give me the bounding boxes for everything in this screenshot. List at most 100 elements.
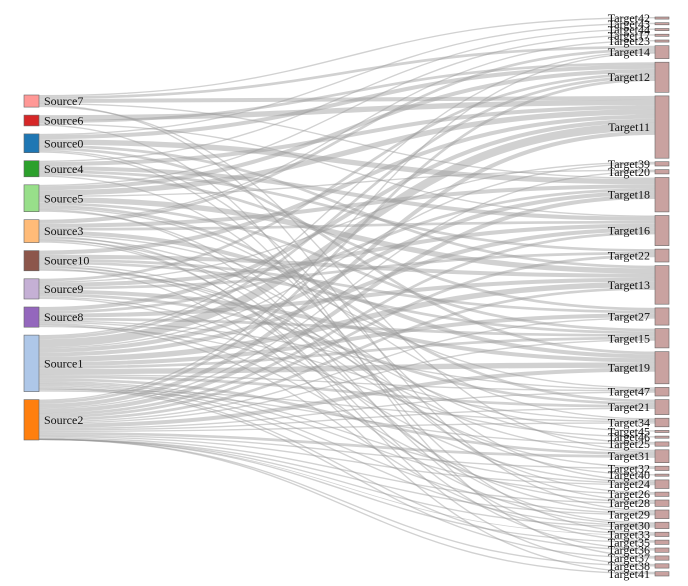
source-node-source9[interactable]: Source9 [23,278,83,300]
link-source4-target27[interactable] [38,172,656,311]
link-source3-target18[interactable] [38,184,656,228]
target-node-target47[interactable]: Target47 [608,385,670,399]
link-source3-target30[interactable] [38,235,656,524]
source-node-source7[interactable]: Source7 [23,94,83,108]
target-node-target20[interactable]: Target20 [608,165,670,179]
target-node-rect[interactable] [654,571,670,577]
link-source5-target21[interactable] [38,205,656,403]
target-node-target30[interactable]: Target30 [608,518,670,532]
target-node-rect[interactable] [654,328,670,349]
target-node-rect[interactable] [654,465,670,471]
target-node-rect[interactable] [654,491,670,497]
target-node-target35[interactable]: Target35 [608,535,670,549]
link-source0-target12[interactable] [38,64,656,140]
target-node-rect[interactable] [654,479,670,489]
target-node-target15[interactable]: Target15 [608,328,670,349]
link-source10-target41[interactable] [38,268,656,574]
link-source1-target29[interactable] [38,383,656,515]
link-source3-target19[interactable] [38,230,656,359]
target-node-rect[interactable] [654,435,670,439]
link-source7-target29[interactable] [38,104,656,512]
link-source3-target25[interactable] [38,237,656,444]
target-node-target24[interactable]: Target24 [608,477,670,491]
target-node-rect[interactable] [654,521,670,529]
target-node-target22[interactable]: Target22 [608,249,670,263]
target-node-target13[interactable]: Target13 [608,265,670,305]
link-source10-target11[interactable] [38,114,656,255]
link-source1-target30[interactable] [38,384,656,527]
target-node-target39[interactable]: Target39 [608,157,670,171]
link-source2-target38[interactable] [38,438,656,567]
link-source4-target16[interactable] [38,166,656,221]
link-source5-target15[interactable] [38,202,656,332]
link-source2-target24[interactable] [38,435,656,486]
source-node-rect[interactable] [23,334,40,392]
link-source1-target15[interactable] [38,336,656,369]
link-source2-target11[interactable] [38,130,656,408]
target-node-rect[interactable] [654,215,670,246]
link-source3-target23[interactable] [38,40,656,222]
target-node-rect[interactable] [654,161,670,167]
link-source1-target19[interactable] [38,362,656,375]
link-source1-target37[interactable] [38,387,656,559]
target-node-rect[interactable] [654,16,670,20]
link-source2-target34[interactable] [38,422,656,432]
link-source2-target19[interactable] [38,367,656,428]
link-source7-target14[interactable] [38,45,656,100]
link-source10-target45[interactable] [38,269,656,432]
target-node-rect[interactable] [654,555,670,561]
target-node-target21[interactable]: Target21 [608,399,670,415]
source-node-rect[interactable] [23,278,40,300]
link-source0-target18[interactable] [38,139,656,185]
source-node-rect[interactable] [23,399,40,441]
link-source1-target39[interactable] [38,163,656,349]
source-node-source0[interactable]: Source0 [23,133,83,153]
link-source7-target42[interactable] [38,17,656,97]
source-node-rect[interactable] [23,184,40,213]
link-source10-target31[interactable] [38,264,656,453]
target-node-rect[interactable] [654,307,670,326]
link-source1-target27[interactable] [38,313,656,367]
target-node-target31[interactable]: Target31 [608,449,670,463]
link-source6-target11[interactable] [38,99,656,121]
source-node-rect[interactable] [23,133,40,153]
link-source8-target13[interactable] [38,277,656,318]
link-source1-target47[interactable] [38,374,656,392]
target-node-target16[interactable]: Target16 [608,215,670,246]
link-source5-target12[interactable] [38,68,656,191]
link-source1-target24[interactable] [38,380,656,484]
target-node-target32[interactable]: Target32 [608,461,670,475]
target-node-target42[interactable]: Target42 [608,11,670,25]
target-node-target43[interactable]: Target43 [608,17,670,31]
link-source1-target34[interactable] [38,388,656,423]
link-source9-target21[interactable] [38,293,656,405]
link-source2-target32[interactable] [38,434,656,469]
link-source1-target12[interactable] [38,75,656,340]
source-node-rect[interactable] [23,306,40,328]
target-node-rect[interactable] [654,563,670,569]
target-node-target28[interactable]: Target28 [608,496,670,510]
link-source1-target18[interactable] [38,190,656,353]
target-node-rect[interactable] [654,547,670,553]
link-source2-target14[interactable] [38,52,656,401]
source-node-source5[interactable]: Source5 [23,184,83,213]
link-source7-target11[interactable] [38,95,656,104]
link-source5-target20[interactable] [38,169,656,197]
link-source6-target37[interactable] [38,124,656,558]
link-source2-target18[interactable] [38,194,656,414]
source-node-source2[interactable]: Source2 [23,399,83,441]
target-node-target25[interactable]: Target25 [608,437,670,451]
source-node-rect[interactable] [23,250,40,272]
link-source9-target24[interactable] [38,296,656,483]
link-source8-target11[interactable] [38,118,656,312]
target-node-rect[interactable] [654,473,670,477]
link-source2-target30[interactable] [38,438,656,528]
source-node-source4[interactable]: Source4 [23,160,83,178]
link-source3-target40[interactable] [38,239,656,476]
link-source2-target33[interactable] [38,439,656,536]
target-node-target29[interactable]: Target29 [608,507,670,521]
target-node-target17[interactable]: Target17 [608,28,670,42]
link-source3-target36[interactable] [38,241,656,550]
target-node-target23[interactable]: Target23 [608,34,670,48]
link-source8-target28[interactable] [38,323,656,503]
